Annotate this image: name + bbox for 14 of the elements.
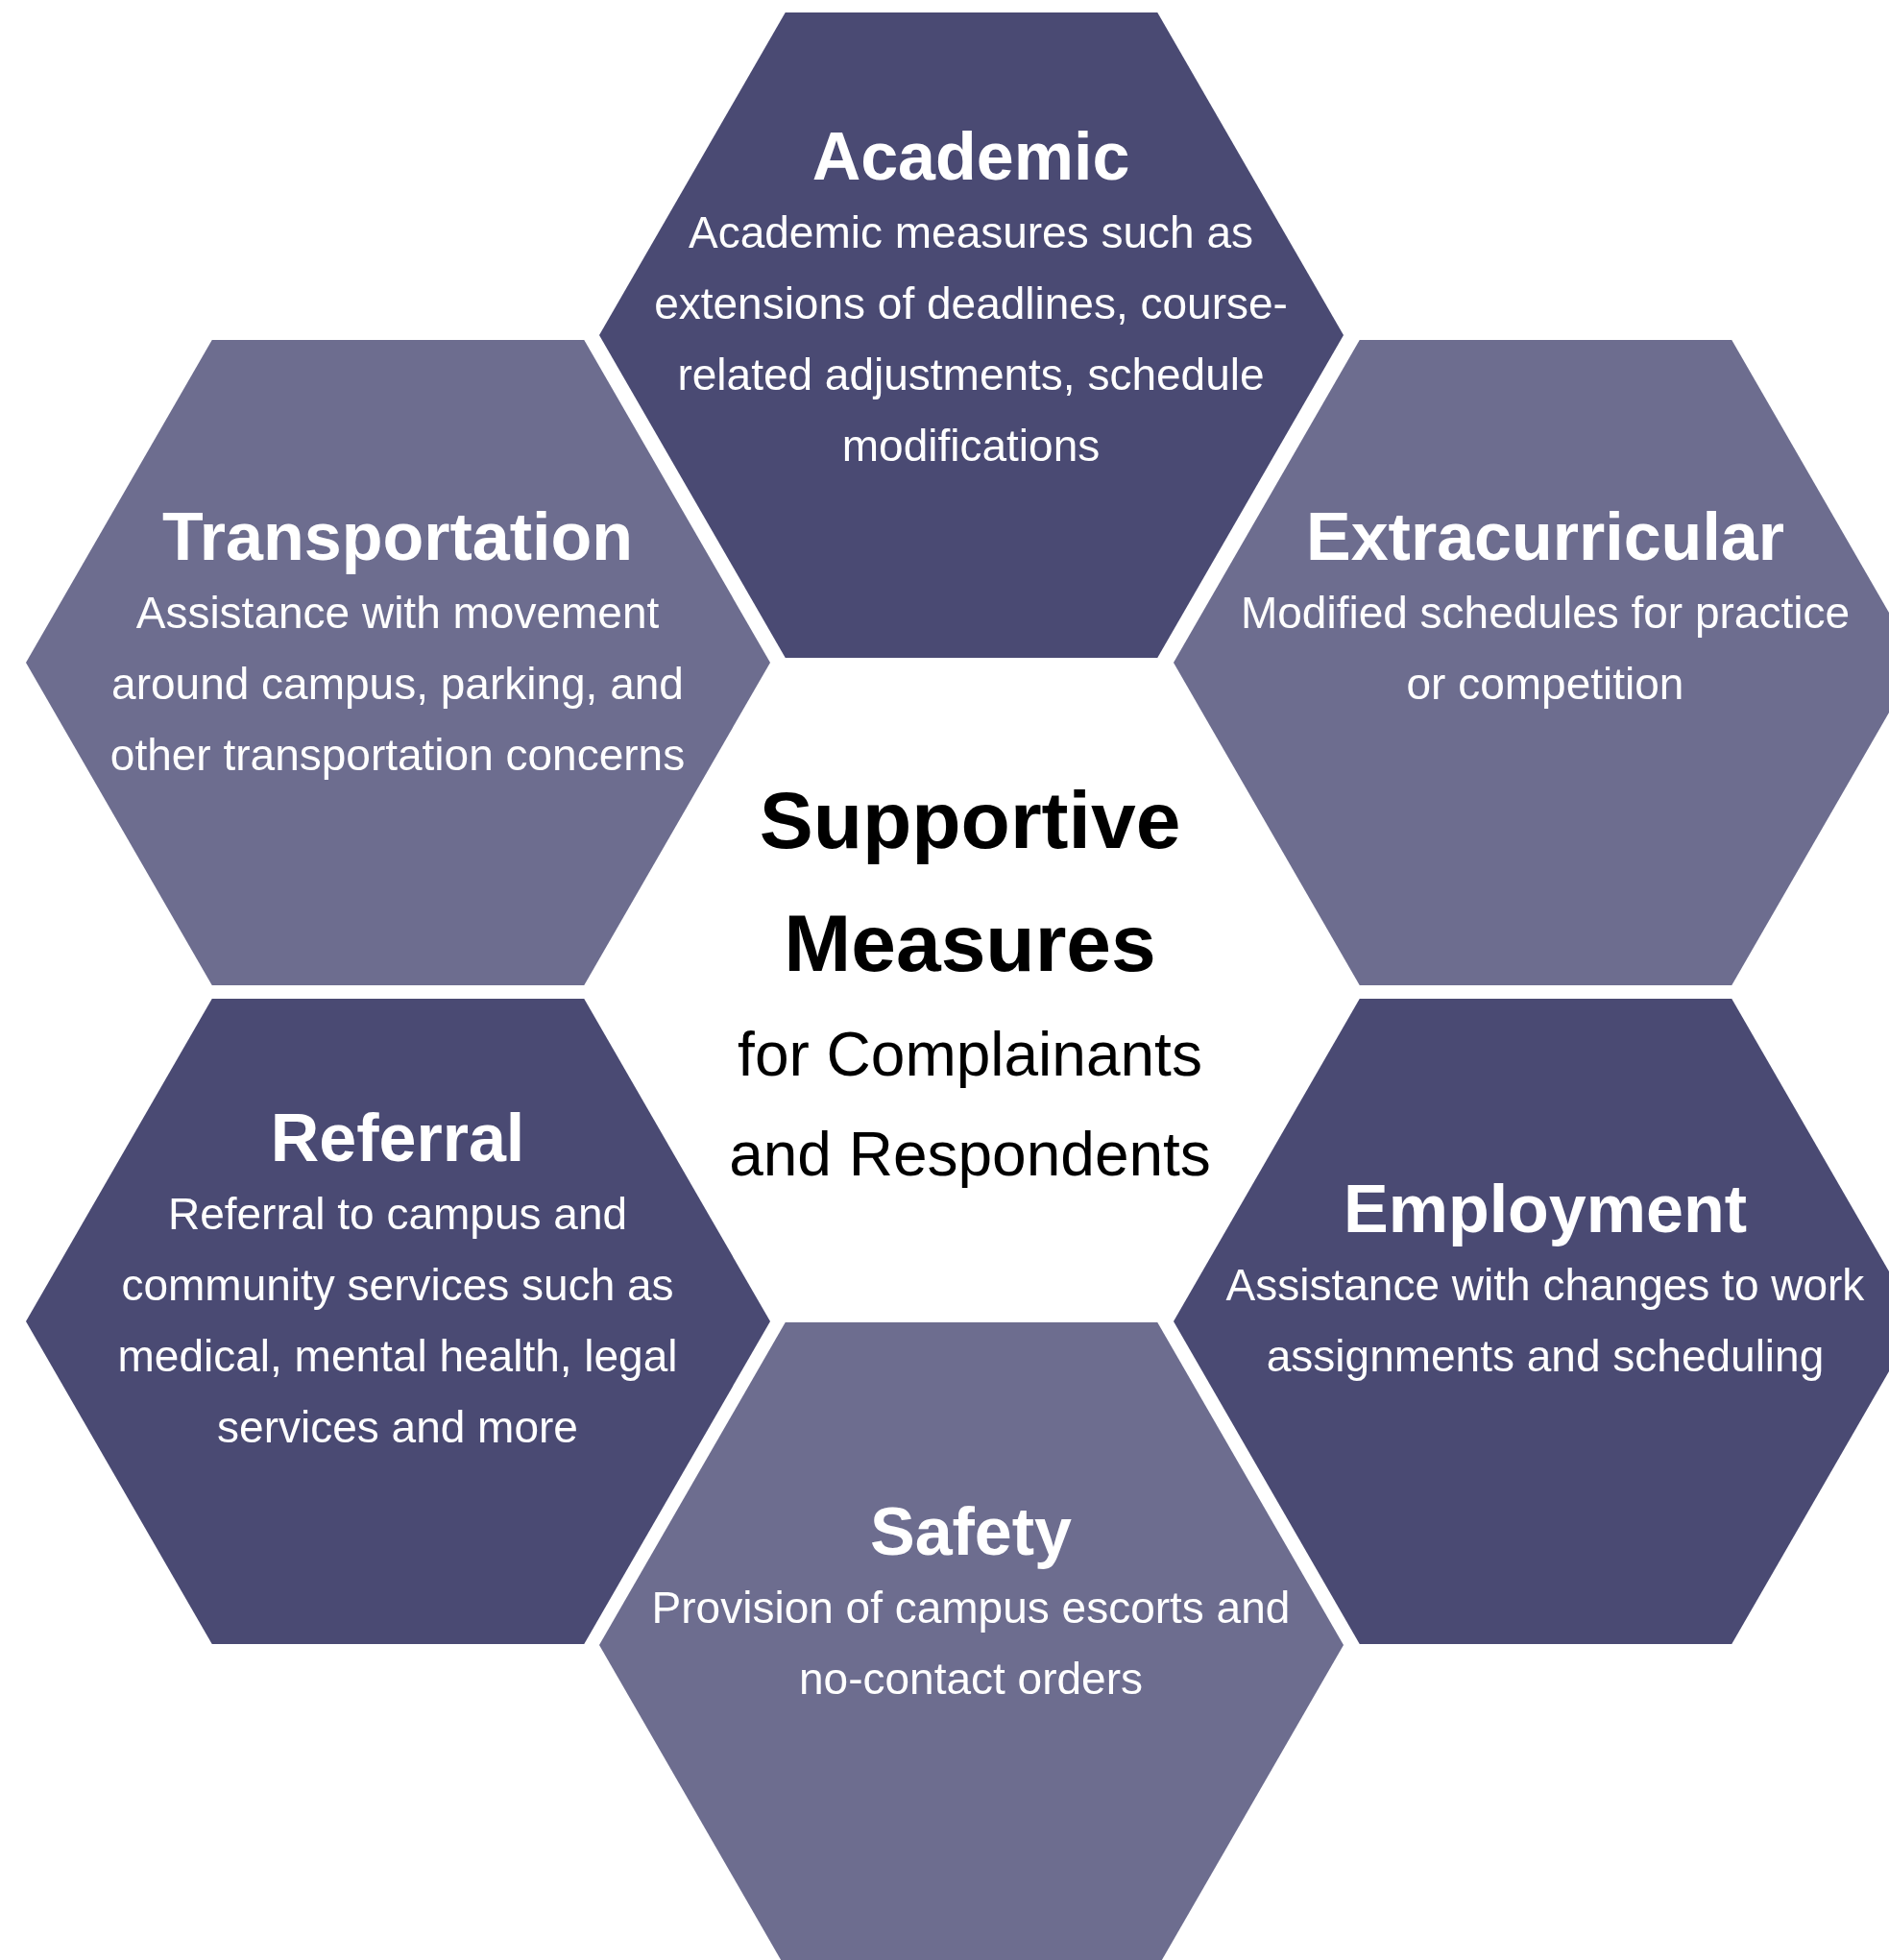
hexagon-description: Modified schedules for practice or competition xyxy=(1239,587,1852,711)
hexagon-heading: Referral xyxy=(270,1100,525,1177)
hexagon-heading: Employment xyxy=(1343,1171,1748,1248)
hexagon-description: Provision of campus escorts and no-contact orders xyxy=(650,1582,1292,1706)
hexagon-description: Assistance with movement around campus, parking, and other transportation concerns xyxy=(109,587,687,782)
center-title: Supportive Measures xyxy=(759,774,1181,990)
center-subtitle: for Complainants and Respondents xyxy=(728,1019,1212,1191)
hexagon-heading: Academic xyxy=(811,118,1130,196)
hexagon-heading: Extracurricular xyxy=(1305,498,1784,576)
hexagon-description: Academic measures such as extensions of deadlines, course-related adjustments, schedule modifications xyxy=(653,206,1289,472)
hexagon-heading: Safety xyxy=(869,1493,1073,1571)
hexagon-description: Assistance with changes to work assignments and scheduling xyxy=(1224,1259,1866,1383)
hexagon-description: Referral to campus and community services such as medical, mental health, legal services and more xyxy=(116,1188,679,1454)
hexagon-heading: Transportation xyxy=(161,498,633,576)
